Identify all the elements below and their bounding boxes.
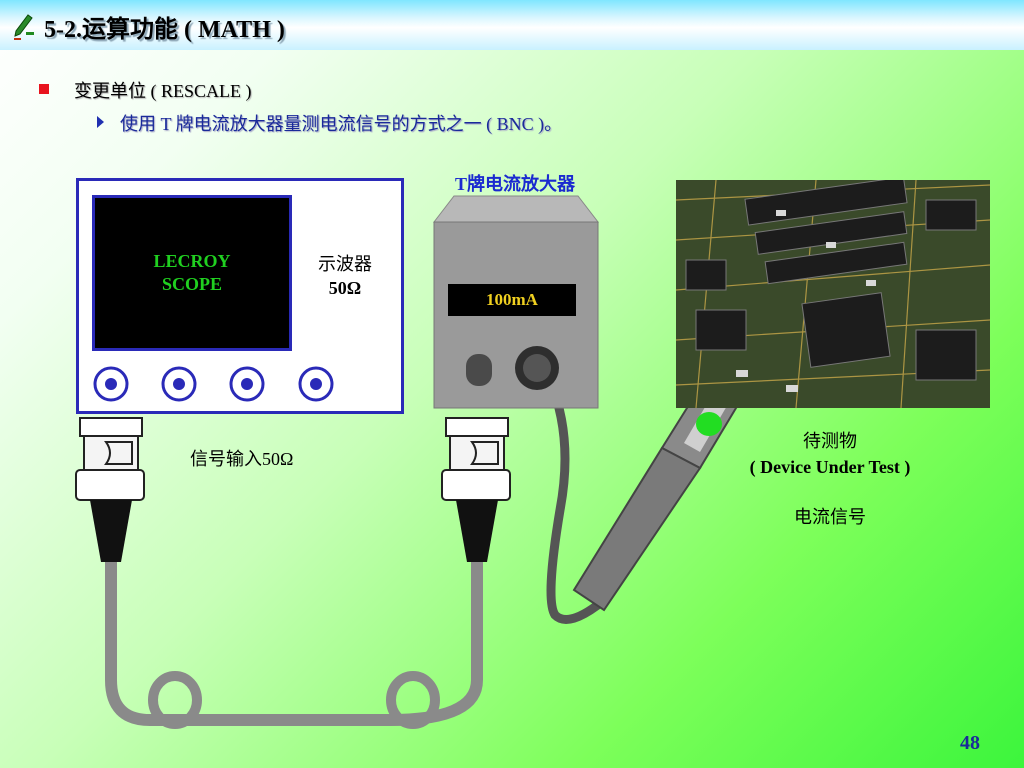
bnc-connector-right bbox=[441, 417, 511, 562]
bnc-connector-left bbox=[75, 417, 145, 562]
signal-input-label: 信号输入50Ω bbox=[190, 449, 294, 469]
bnc-cable-right bbox=[389, 560, 483, 726]
probe-cable bbox=[540, 367, 613, 624]
oscilloscope-name: 示波器 bbox=[318, 254, 372, 274]
sub-bullet-arrow-icon bbox=[97, 116, 104, 128]
cable-loop-left bbox=[148, 671, 202, 729]
current-signal-label: 电流信号 bbox=[794, 507, 866, 527]
circuit-board-image bbox=[676, 180, 990, 408]
oscilloscope-label: 示波器 50Ω bbox=[300, 252, 390, 300]
title-bar: 5-2.运算功能 ( MATH ) bbox=[0, 0, 1024, 50]
bnc-cable-left bbox=[105, 560, 205, 726]
probe-led-icon bbox=[696, 412, 722, 436]
amplifier-title: T牌电流放大器 bbox=[454, 174, 575, 194]
bullet-square-icon bbox=[39, 84, 49, 94]
pencil-icon bbox=[14, 14, 34, 40]
oscilloscope-impedance: 50Ω bbox=[328, 278, 362, 298]
sub-bullet-bnc: 使用 T 牌电流放大器量测电流信号的方式之一 ( BNC )。 bbox=[120, 114, 563, 134]
scope-label-line2: SCOPE bbox=[161, 274, 222, 294]
dut-label-cn: 待测物 bbox=[803, 431, 857, 451]
oscilloscope-screen bbox=[92, 195, 292, 351]
slide-title: 5-2.运算功能 ( MATH ) bbox=[44, 17, 285, 43]
page-number: 48 bbox=[960, 732, 980, 754]
oscilloscope-screen-label: LECROY SCOPE bbox=[92, 250, 292, 296]
bullet-rescale: 变更单位 ( RESCALE ) bbox=[74, 81, 252, 101]
amplifier-display: 100mA bbox=[448, 284, 576, 316]
scope-label-line1: LECROY bbox=[153, 251, 231, 271]
dut-label: 待测物 ( Device Under Test ) bbox=[720, 428, 940, 480]
dut-label-en: ( Device Under Test ) bbox=[749, 457, 911, 477]
